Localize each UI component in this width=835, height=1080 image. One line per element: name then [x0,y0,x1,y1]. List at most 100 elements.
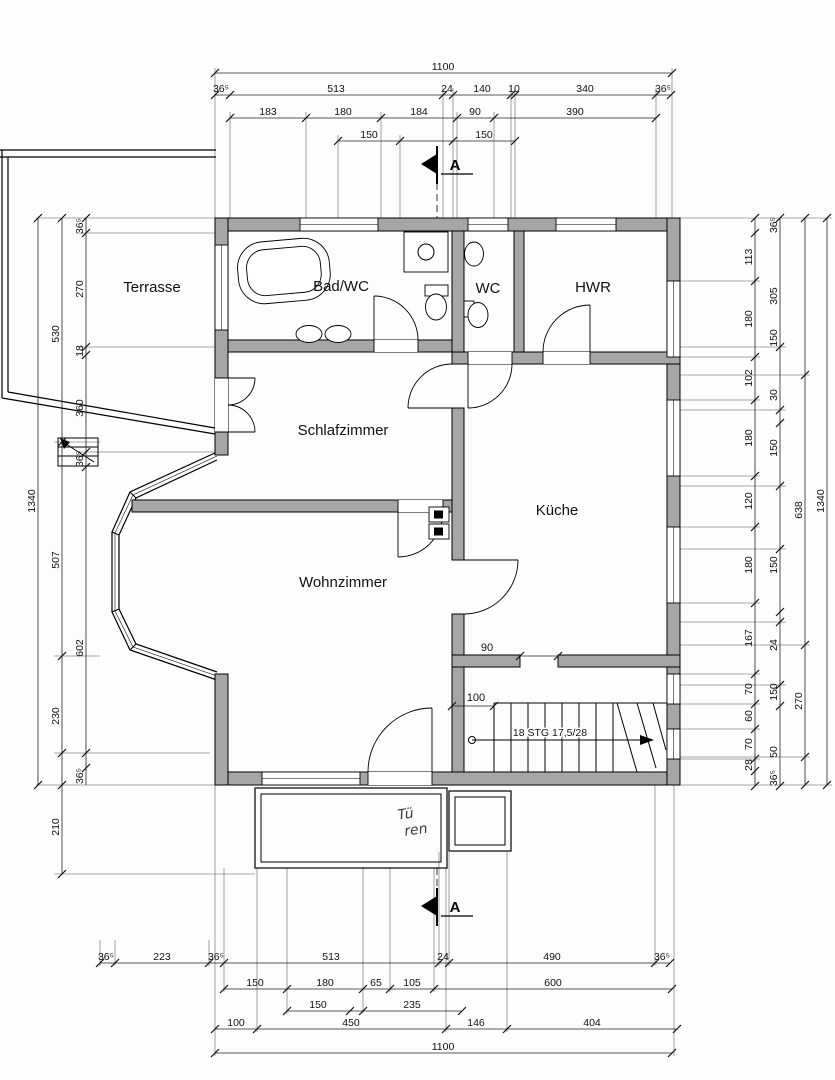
dim-label: 513 [327,83,345,95]
dim-90-label: 90 [481,642,493,654]
dim-label: 36⁵ [74,768,86,784]
fixtures [237,231,489,343]
dim-label: 30 [768,389,780,401]
windows [214,217,681,786]
dim-label: 235 [403,999,421,1011]
room-label-wc: WC [476,280,501,297]
dim-chain: 1340 [26,213,43,790]
section-marker-bottom: A [421,868,473,926]
handwritten-note: Tü ren [397,805,429,840]
dim-label: 150 [768,439,780,457]
dim-label: 507 [50,551,62,569]
dim-label: 150 [475,129,493,141]
section-arrow-icon [421,896,437,916]
shower [403,231,449,273]
dim-label: 70 [743,738,755,750]
dim-label: 390 [566,106,584,118]
stairs [468,702,667,773]
room-label-hwr: HWR [575,279,611,296]
dim-label: 70 [743,683,755,695]
dim-label: 10 [508,83,520,95]
dim-label: 36⁵ [98,951,114,963]
section-marker-top: A [421,146,473,218]
extension-lines [36,68,832,1056]
dim-label: 100 [227,1017,245,1029]
dim-label: 18 [74,345,86,357]
dim-chain: 36⁵ 223 36⁵ 513 24 490 36⁵ [95,951,675,968]
dim-label: 305 [768,287,780,305]
dim-label: 180 [316,977,334,989]
dim-chain: 1100 [210,1041,677,1058]
dim-label: 36⁵ [768,217,780,233]
dim-label: 105 [403,977,421,989]
sink-wc [464,241,484,267]
dim-label: 404 [583,1017,601,1029]
section-label-bottom: A [450,899,461,916]
dim-label: 36⁵ [654,951,670,963]
washbasin-1 [295,325,323,343]
dim-label: 602 [74,639,86,657]
dim-label: 150 [360,129,378,141]
dim-label: 270 [793,692,805,710]
porch-annex [448,790,512,852]
dim-100-label: 100 [467,692,485,704]
section-label-top: A [450,157,461,174]
dim-label: 28 [743,759,755,771]
dim-label: 50 [768,746,780,758]
dim-label: 120 [743,492,755,510]
dim-label: 530 [50,325,62,343]
plan-notes: 90 100 18 STG 17,5/28 Tü ren [397,642,589,840]
dim-label: 36⁵ [213,83,229,95]
dim-label: 24 [437,951,449,963]
dim-label: 36⁵ [655,83,671,95]
dim-chain: 638 270 [793,213,810,790]
washbasin-2 [324,325,352,343]
dim-label: 223 [153,951,171,963]
chimney [428,506,450,540]
room-label-wohnzimmer: Wohnzimmer [299,574,387,591]
dim-label: 1340 [26,489,38,513]
dim-chain: 1340 [815,213,832,790]
dim-label: 150 [768,556,780,574]
dim-chain: 100 450 146 404 [210,1017,682,1034]
dim-label: 180 [743,310,755,328]
dim-label: 167 [743,629,755,647]
dim-label: 1100 [432,1041,455,1053]
dim-label: 600 [544,977,562,989]
dim-label: 150 [768,329,780,347]
dim-label: 90 [469,106,481,118]
dim-label: 36⁵ [768,770,780,786]
dim-label: 180 [334,106,352,118]
dim-label: 490 [543,951,561,963]
dim-label: 230 [50,707,62,725]
terrace-outline [0,149,216,467]
dim-label: 513 [322,951,340,963]
dim-label: 146 [467,1017,485,1029]
dim-chain: 183 180 184 90 390 [225,106,661,123]
dim-label: 450 [342,1017,360,1029]
dim-label: 1100 [432,61,455,73]
dim-label: 183 [259,106,277,118]
dim-label: 180 [743,429,755,447]
dim-label: 184 [410,106,428,118]
dim-label: 638 [793,501,805,519]
dim-label: 36⁵ [208,951,224,963]
dim-chain: 150 150 [333,129,520,146]
dim-chain [447,701,499,711]
dim-chain [515,651,563,661]
dim-label: 102 [743,369,755,387]
dim-label: 150 [246,977,264,989]
svg-text:ren: ren [403,821,428,840]
bathtub [237,237,331,305]
dim-label: 113 [743,248,755,265]
stairs-note: 18 STG 17,5/28 [513,727,587,739]
dim-label: 36⁵ [74,218,86,234]
